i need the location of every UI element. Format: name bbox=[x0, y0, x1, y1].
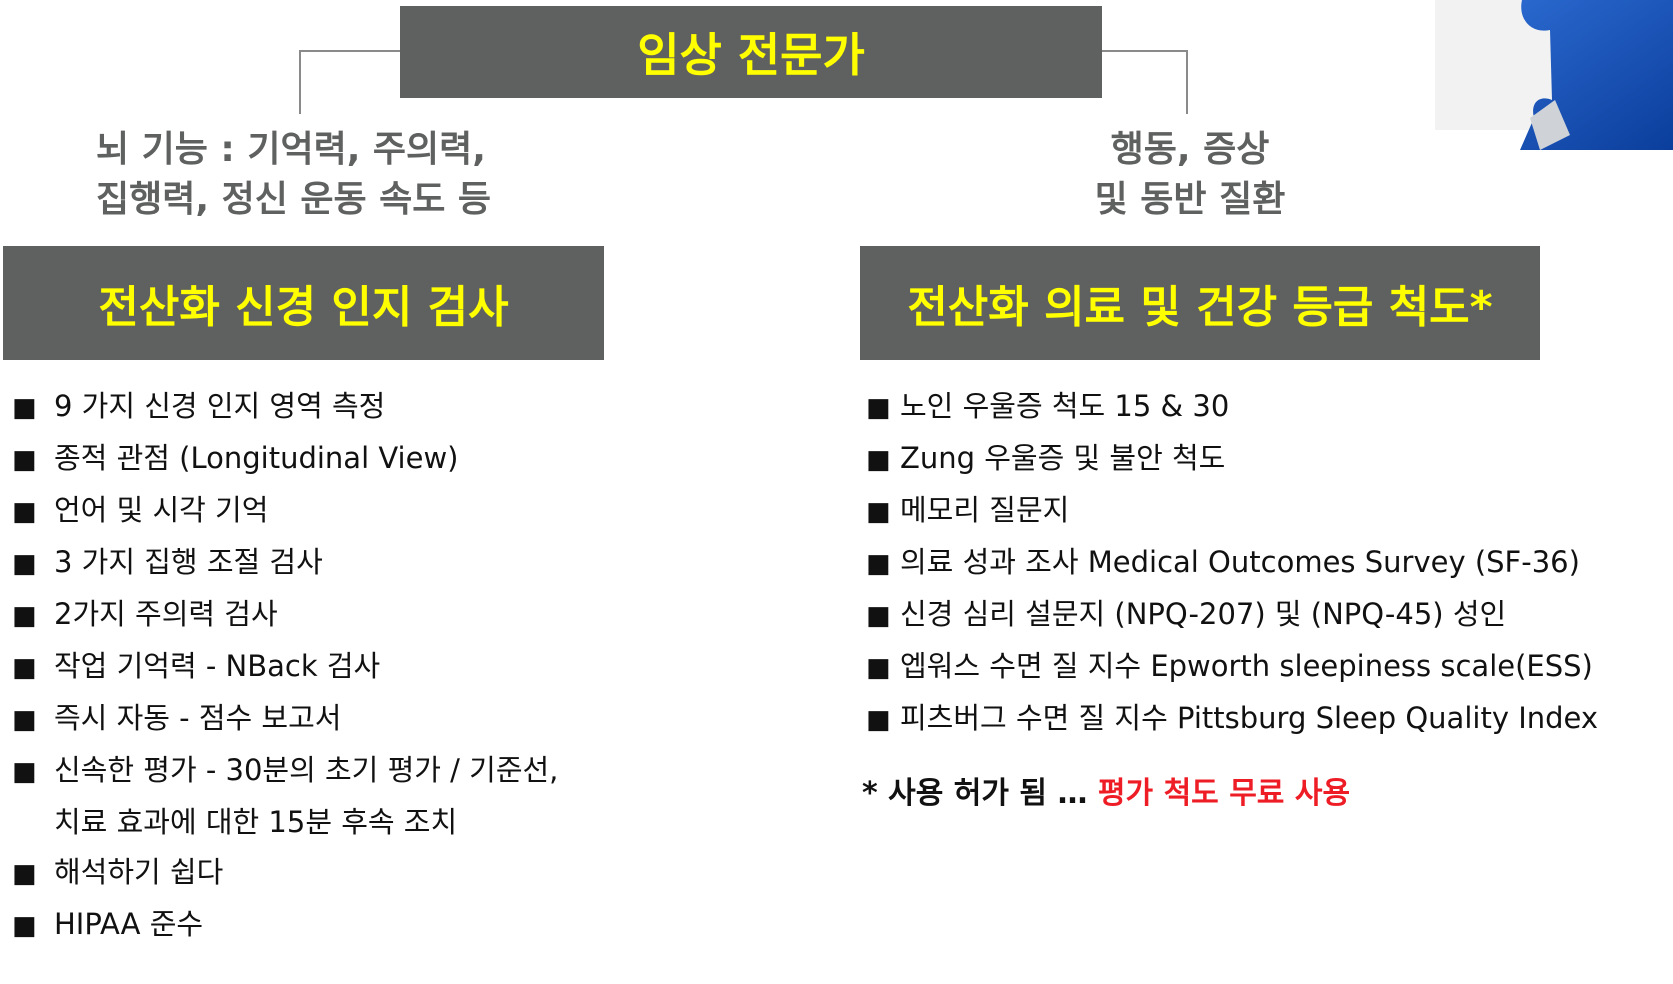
rating-scales-list: ■ 노인 우울증 척도 15 & 30 ■ Zung 우울증 및 불안 척도 ■ 메모… bbox=[866, 381, 1598, 745]
list-item-text: 언어 및 시각 기억 bbox=[54, 493, 269, 527]
list-item-text: 3 가지 집행 조절 검사 bbox=[54, 545, 323, 579]
connector-left-horizontal bbox=[299, 50, 400, 52]
list-item: ■ 3 가지 집행 조절 검사 bbox=[12, 537, 558, 589]
bullet-square-icon: ■ bbox=[866, 705, 891, 735]
list-item: ■ 언어 및 시각 기억 bbox=[12, 485, 558, 537]
brain-function-subtitle: 뇌 기능 : 기억력, 주의력, 집행력, 정신 운동 속도 등 bbox=[96, 125, 491, 225]
list-item: ■ 해석하기 쉽다 bbox=[12, 847, 558, 899]
list-item-text: 엡워스 수면 질 지수 Epworth sleepiness scale(ESS… bbox=[900, 649, 1593, 683]
list-item-text: 신경 심리 설문지 (NPQ-207) 및 (NPQ-45) 성인 bbox=[900, 597, 1507, 631]
list-item-text: 작업 기억력 - NBack 검사 bbox=[54, 649, 381, 683]
rating-scales-banner: 전산화 의료 및 건강 등급 척도* bbox=[860, 246, 1540, 360]
list-item-text: 신속한 평가 - 30분의 초기 평가 / 기준선, bbox=[54, 753, 559, 787]
behavior-subtitle: 행동, 증상 및 동반 질환 bbox=[1040, 125, 1340, 225]
subtitle-line: 집행력, 정신 운동 속도 등 bbox=[96, 179, 492, 220]
list-item: ■ 메모리 질문지 bbox=[866, 485, 1598, 537]
bullet-square-icon: ■ bbox=[12, 859, 37, 889]
list-item: ■ 피츠버그 수면 질 지수 Pittsburg Sleep Quality In… bbox=[866, 693, 1598, 745]
connector-right-vertical bbox=[1186, 50, 1188, 114]
list-item-text: HIPAA 준수 bbox=[54, 907, 204, 941]
puzzle-piece-icon bbox=[1435, 0, 1673, 150]
list-item-text: 즉시 자동 - 점수 보고서 bbox=[54, 701, 342, 735]
list-item-text: 종적 관점 (Longitudinal View) bbox=[54, 441, 459, 475]
bullet-square-icon: ■ bbox=[12, 757, 37, 787]
bullet-square-icon: ■ bbox=[866, 653, 891, 683]
list-item: ■ HIPAA 준수 bbox=[12, 899, 558, 951]
connector-left-vertical bbox=[299, 50, 301, 114]
free-use-highlight: 평가 척도 무료 사용 bbox=[1097, 776, 1351, 811]
list-item-text: 의료 성과 조사 Medical Outcomes Survey (SF-36) bbox=[900, 545, 1580, 579]
bullet-square-icon: ■ bbox=[866, 497, 891, 527]
bullet-square-icon: ■ bbox=[12, 653, 37, 683]
list-item-text: 2가지 주의력 검사 bbox=[54, 597, 278, 631]
list-item: ■ 신경 심리 설문지 (NPQ-207) 및 (NPQ-45) 성인 bbox=[866, 589, 1598, 641]
neurocognitive-features-list: ■ 9 가지 신경 인지 영역 측정 ■ 종적 관점 (Longitudinal V… bbox=[12, 381, 558, 951]
bullet-square-icon: ■ bbox=[12, 549, 37, 579]
bullet-square-icon: ■ bbox=[12, 497, 37, 527]
clinical-expert-banner: 임상 전문가 bbox=[400, 6, 1102, 98]
subtitle-line: 뇌 기능 : 기억력, 주의력, bbox=[96, 129, 486, 170]
list-item-text: Zung 우울증 및 불안 척도 bbox=[900, 441, 1226, 475]
bullet-square-icon: ■ bbox=[866, 601, 891, 631]
list-item: ■ 의료 성과 조사 Medical Outcomes Survey (SF-36… bbox=[866, 537, 1598, 589]
list-item-text: 피츠버그 수면 질 지수 Pittsburg Sleep Quality Ind… bbox=[900, 701, 1599, 735]
list-item: ■ 종적 관점 (Longitudinal View) bbox=[12, 433, 558, 485]
list-item: ■ 신속한 평가 - 30분의 초기 평가 / 기준선, bbox=[12, 745, 558, 797]
list-item: ■ Zung 우울증 및 불안 척도 bbox=[866, 433, 1598, 485]
bullet-square-icon: ■ bbox=[12, 911, 37, 941]
list-item-text: 노인 우울증 척도 15 & 30 bbox=[900, 389, 1230, 423]
list-item: ■ 노인 우울증 척도 15 & 30 bbox=[866, 381, 1598, 433]
bullet-square-icon: ■ bbox=[866, 445, 891, 475]
license-note-prefix: * 사용 허가 됨 … bbox=[862, 776, 1098, 811]
list-item: ■ 작업 기억력 - NBack 검사 bbox=[12, 641, 558, 693]
list-item-continuation: 치료 효과에 대한 15분 후속 조치 bbox=[12, 797, 558, 847]
list-item-text: 치료 효과에 대한 15분 후속 조치 bbox=[54, 805, 458, 839]
subtitle-line: 및 동반 질환 bbox=[1094, 179, 1286, 220]
neurocognitive-test-banner: 전산화 신경 인지 검사 bbox=[3, 246, 604, 360]
list-item: ■ 9 가지 신경 인지 영역 측정 bbox=[12, 381, 558, 433]
subtitle-line: 행동, 증상 bbox=[1110, 129, 1270, 170]
list-item-text: 9 가지 신경 인지 영역 측정 bbox=[54, 389, 386, 423]
bullet-square-icon: ■ bbox=[12, 601, 37, 631]
list-item-text: 메모리 질문지 bbox=[900, 493, 1070, 527]
connector-right-horizontal bbox=[1102, 50, 1188, 52]
bullet-square-icon: ■ bbox=[12, 705, 37, 735]
list-item: ■ 즉시 자동 - 점수 보고서 bbox=[12, 693, 558, 745]
list-item-text: 해석하기 쉽다 bbox=[54, 855, 224, 889]
list-item: ■ 2가지 주의력 검사 bbox=[12, 589, 558, 641]
bullet-square-icon: ■ bbox=[12, 445, 37, 475]
bullet-square-icon: ■ bbox=[866, 393, 891, 423]
bullet-square-icon: ■ bbox=[866, 549, 891, 579]
license-note: * 사용 허가 됨 … 평가 척도 무료 사용 bbox=[862, 768, 1350, 812]
bullet-square-icon: ■ bbox=[12, 393, 37, 423]
list-item: ■ 엡워스 수면 질 지수 Epworth sleepiness scale(ES… bbox=[866, 641, 1598, 693]
